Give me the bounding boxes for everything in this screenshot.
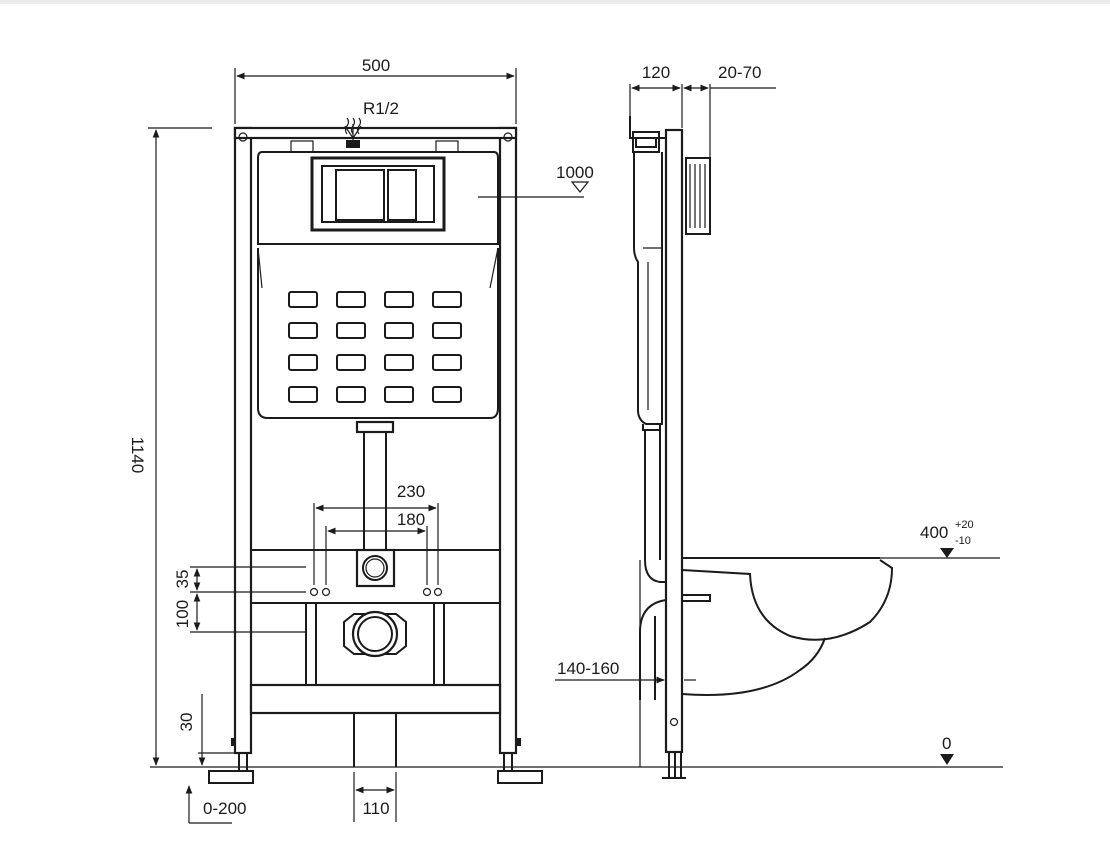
bowl-bottom [681,637,826,696]
left-post [233,126,253,755]
drain-connector [343,610,407,658]
flush-plate-frame [310,156,446,232]
bottom-crossbar [249,683,502,715]
bolt-hole [309,587,319,597]
dim-offset-100: 100 [173,600,192,628]
side-view: 120 20-70 400 +20 -10 0 140-160 [555,63,1003,779]
dim-pipe-width: 110 [362,799,389,818]
bolt-hole [422,587,432,597]
side-flush-spigot [681,594,711,602]
dim-width-total: 500 [362,56,390,75]
water-outlet [362,555,388,581]
cistern-lower [257,248,499,419]
cistern-rib-grid [288,291,462,403]
dim-offset-30: 30 [177,713,196,732]
bowl-body [681,559,894,641]
cistern-upper [257,151,499,245]
flush-button-small [387,169,417,221]
clip-left [290,140,314,153]
dim-wall-gap: 140-160 [557,659,619,678]
dim-foot-adjust: 0-200 [203,799,246,818]
left-foot [208,738,254,784]
pipe-collar [355,420,395,434]
top-rail [233,126,518,140]
bolt-top-right [503,132,513,142]
bolt-top-left [238,132,248,142]
dim-inlet: R1/2 [363,99,399,118]
dim-bolt-outer: 230 [397,482,425,501]
dim-bolt-inner: 180 [397,510,425,529]
side-frame-post [664,128,684,754]
dim-offset-35: 35 [173,570,192,589]
bolt-hole [433,587,443,597]
dim-bowl-height: 400 [920,523,948,542]
side-cistern [633,152,663,425]
right-foot [497,738,543,784]
inlet-connector [346,140,360,148]
flush-pipe [363,431,387,551]
dim-height-total: 1140 [128,437,147,474]
dim-floor-level: 0 [942,734,951,753]
flush-button-large [335,169,385,221]
dim-bowl-tol-minus: -10 [955,535,971,547]
dim-side-depth: 120 [642,63,670,82]
side-top-bracket [632,131,660,153]
dim-bowl-tol-plus: +20 [955,519,974,531]
side-flush-pipe [644,430,666,583]
flush-plate-inner [321,165,435,223]
clip-right [435,140,459,153]
dim-side-extra: 20-70 [718,63,761,82]
top-border [0,0,1110,4]
bolt-hole [321,587,331,597]
side-drain-bend [639,599,667,700]
dim-flush-height: 1000 [556,163,594,182]
front-view: 500 R1/2 1140 1000 230 180 35 100 [128,56,640,824]
side-service-box [685,157,711,235]
right-post [498,126,518,755]
